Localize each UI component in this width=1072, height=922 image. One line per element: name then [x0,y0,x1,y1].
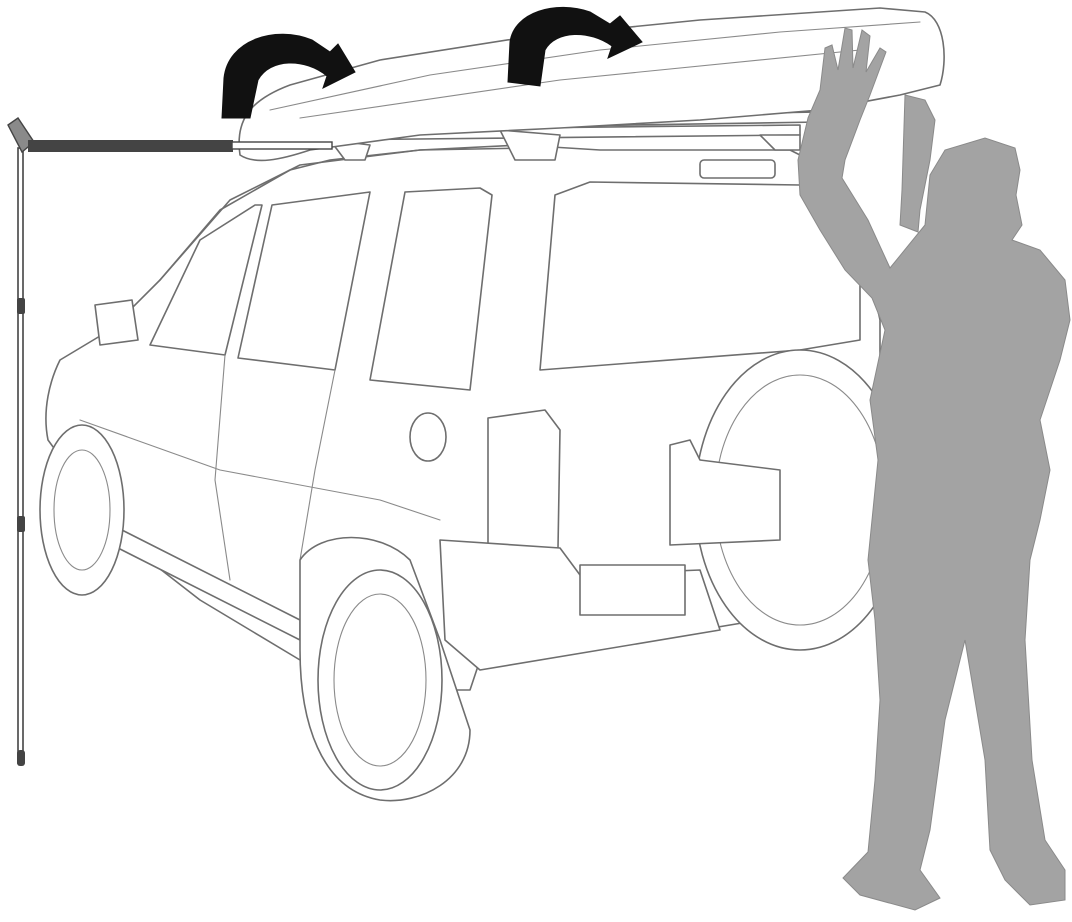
side-mirror [95,300,138,345]
suv-vehicle [40,112,905,801]
fuel-door [410,413,446,461]
tail-light [488,410,560,552]
license-plate-area [580,565,685,615]
brake-light [700,160,775,178]
front-wheel [40,425,124,595]
